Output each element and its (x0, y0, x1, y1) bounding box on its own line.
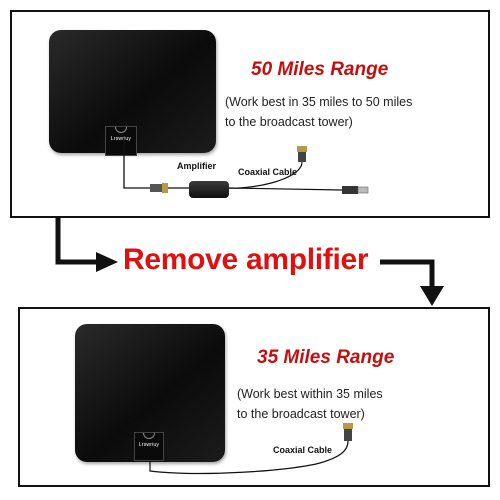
amplifier-label: Amplifier (177, 161, 217, 171)
antenna-brand-label-bottom: Lrswriuy (138, 442, 160, 448)
flat-antenna-image-bottom: Lrswriuy (75, 324, 225, 462)
usb-power-cable (228, 187, 343, 191)
cable-connector-left (150, 184, 164, 192)
usb-plug (342, 186, 358, 194)
antenna-base-bottom: Lrswriuy (134, 432, 164, 461)
coaxial-cable-bottom (149, 440, 349, 475)
right-arrow-line (380, 259, 435, 288)
antenna-brand-label: Lrswriuy (110, 136, 132, 142)
flat-antenna-image: Lrswriuy (49, 30, 216, 156)
bottom-cables (149, 423, 353, 475)
range-note-line1: (Work best in 35 miles to 50 miles (225, 95, 413, 109)
coaxial-cable-label-top: Coaxial Cable (238, 167, 298, 177)
bottom-panel: Lrswriuy 35 Miles Range (Work best withi… (18, 307, 490, 487)
range-note-line2-bottom: to the broadcast tower) (237, 407, 365, 421)
coax-connector-top-nut (297, 146, 307, 152)
coax-connector-bottom (344, 427, 352, 441)
coax-connector-top (298, 150, 306, 162)
range-note-50: (Work best in 35 miles to 50 miles to th… (225, 92, 412, 132)
coaxial-cable-label-bottom: Coaxial Cable (273, 445, 333, 455)
range-title-35: 35 Miles Range (257, 347, 395, 368)
coax-connector-bottom-nut (343, 423, 353, 429)
right-arrow-head (420, 286, 444, 306)
top-cables (123, 138, 369, 194)
cable-connector-left-nut (162, 183, 168, 193)
range-note-35: (Work best within 35 miles to the broadc… (237, 384, 383, 424)
antenna-base: Lrswriuy (105, 126, 137, 156)
range-note-line2: to the broadcast tower) (225, 115, 353, 129)
usb-plug-tip (357, 186, 369, 194)
left-arrow-line (55, 218, 98, 265)
left-arrow-head (96, 252, 118, 272)
remove-amplifier-text: Remove amplifier (123, 243, 369, 276)
range-title-50: 50 Miles Range (251, 59, 389, 80)
amplifier-image (189, 181, 229, 198)
top-panel: Lrswriuy 50 Miles Range (Work best in 35… (10, 10, 490, 218)
antenna-cable (123, 138, 150, 189)
range-note-line1-bottom: (Work best within 35 miles (237, 387, 383, 401)
